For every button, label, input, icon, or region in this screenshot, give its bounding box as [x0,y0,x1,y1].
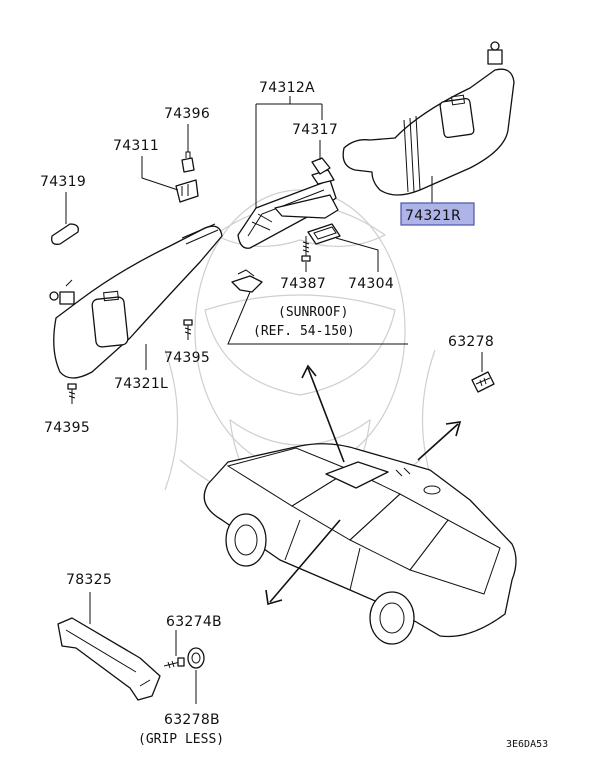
arrow-to-mirror [307,367,345,463]
label-63274B[interactable]: 63274B [166,614,222,630]
right-sun-visor [342,41,515,196]
label-74321R[interactable]: 74321R [405,208,461,224]
leader-74304 [335,237,379,272]
note-sunroof-ref[interactable]: (REF. 54-150) [253,324,355,339]
mirror-pad [307,223,341,245]
label-74396[interactable]: 74396 [164,106,210,122]
label-74312A[interactable]: 74312A [259,80,315,96]
arrowhead-mirror [301,364,317,379]
arrowhead-clip [445,421,462,437]
diagram-code: 3E6DA53 [506,739,548,750]
screw-74395-lower [67,383,77,404]
leader-sunroof [227,291,408,345]
clip-63278 [471,371,495,393]
leader-74311 [141,156,179,191]
sunroof-bracket [231,275,263,293]
leader-74312A [255,96,323,208]
screw-74387 [301,236,311,262]
label-74321L[interactable]: 74321L [114,376,168,392]
label-74319[interactable]: 74319 [40,174,86,190]
label-74317[interactable]: 74317 [292,122,338,138]
note-grip-less: (GRIP LESS) [138,732,224,747]
screw-74395-upper [183,319,193,340]
grip-handle [57,617,161,701]
clip-74396 [181,151,195,173]
label-74387[interactable]: 74387 [280,276,326,292]
highlight-box-74321R [400,202,475,226]
label-74304[interactable]: 74304 [348,276,394,292]
arrow-to-clip [417,423,459,461]
label-74311[interactable]: 74311 [113,138,159,154]
holder-74311 [175,179,199,203]
label-78325[interactable]: 78325 [66,572,112,588]
label-63278B[interactable]: 63278B [164,712,220,728]
car-body [203,443,517,645]
note-sunroof: (SUNROOF) [278,305,348,320]
left-sun-visor [49,223,223,379]
screw-63274B [163,657,185,669]
label-74395-lower[interactable]: 74395 [44,420,90,436]
mirror-cover [311,157,331,175]
cap-74319 [51,223,79,245]
rearview-mirror [237,169,339,249]
label-63278[interactable]: 63278 [448,334,494,350]
arrowhead-grip [265,589,283,606]
label-74395-upper[interactable]: 74395 [164,350,210,366]
cap-63278B [187,647,205,669]
arrow-to-grip [269,519,341,603]
